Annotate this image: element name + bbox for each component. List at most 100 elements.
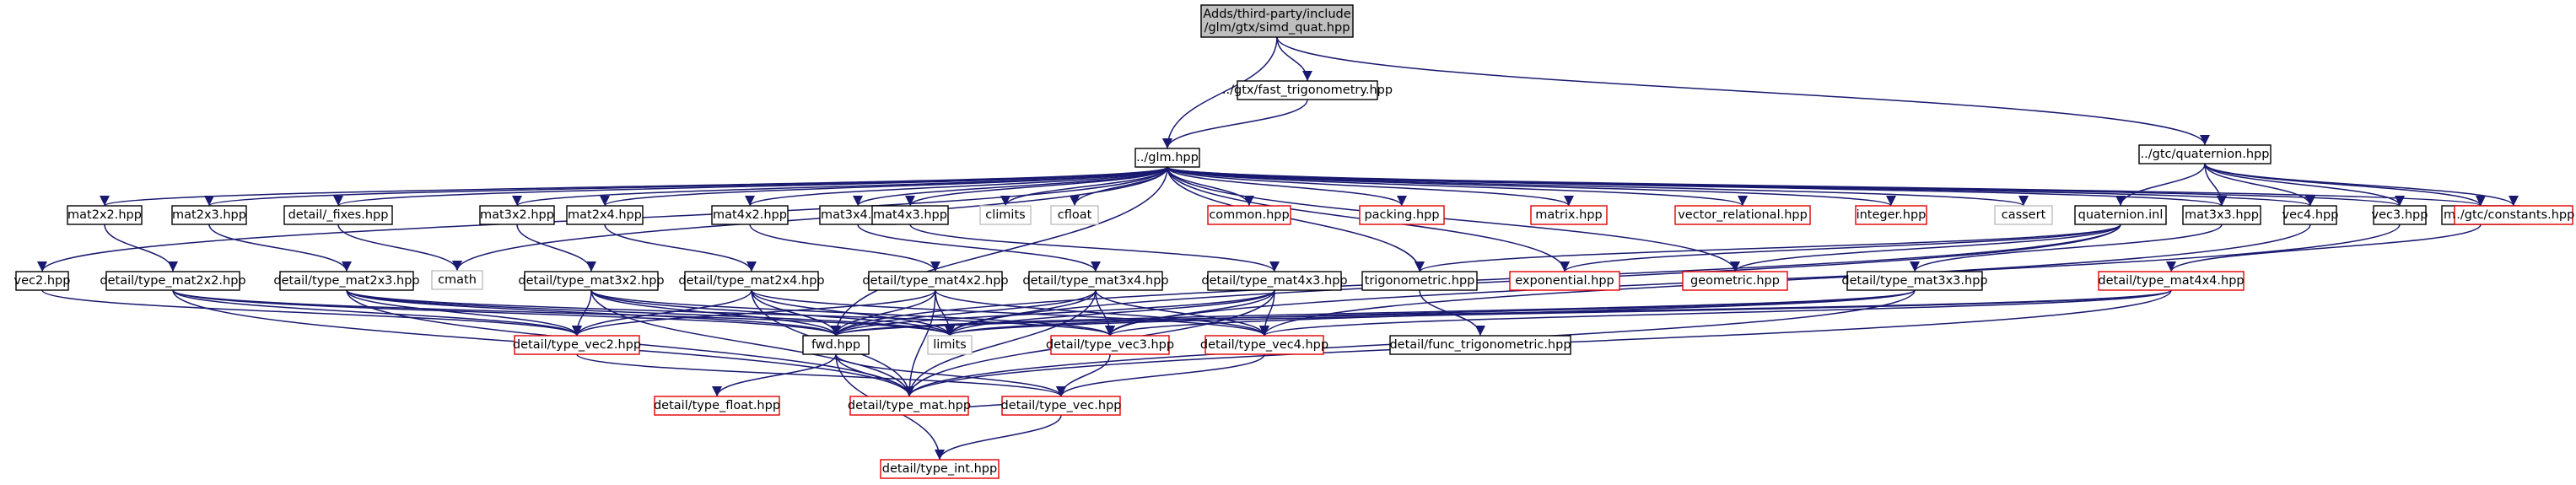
node-vecrel[interactable]: vector_relational.hpp [1674,205,1811,225]
node-tvec3[interactable]: detail/type_vec3.hpp [1046,335,1174,355]
node-label: mat4x3.hpp [873,208,947,222]
node-vec4[interactable]: vec4.hpp [2282,205,2339,225]
node-mat4x2[interactable]: mat4x2.hpp [711,205,789,225]
node-label: vec4.hpp [2282,208,2339,222]
node-integer[interactable]: integer.hpp [1855,205,1927,225]
node-geom[interactable]: geometric.hpp [1682,271,1788,291]
node-tm4x3[interactable]: detail/type_mat4x3.hpp [1201,271,1348,291]
node-box [1134,148,1200,168]
node-limits[interactable]: limits [927,335,973,355]
edge-mat3x2-to-tm3x2 [516,224,596,272]
edge-glm-to-mat2x3 [204,166,1168,207]
node-box [880,459,1000,479]
node-mat3x2[interactable]: mat3x2.hpp [479,205,555,225]
node-box [1682,271,1788,291]
node-mat2x2[interactable]: mat2x2.hpp [67,205,143,225]
node-fixes[interactable]: detail/_fixes.hpp [283,205,393,225]
edge-tm3x3-to-limits [945,289,1916,337]
node-box [67,205,143,225]
edge-gtcquat-to-vec3 [2204,163,2405,207]
node-gtcquat[interactable]: ../gtc/quaternion.hpp [2138,144,2272,164]
node-label: cmath [438,273,477,287]
edge-mat3x3-to-tm3x3 [1910,224,2223,272]
node-box [1204,335,1324,355]
node-tm3x2[interactable]: detail/type_mat3x2.hpp [518,271,665,291]
node-tm3x3[interactable]: detail/type_mat3x3.hpp [1841,271,1988,291]
node-label: detail/type_float.hpp [654,399,780,412]
node-tfloat[interactable]: detail/type_float.hpp [654,396,780,416]
node-box [2098,271,2245,291]
node-tm2x4[interactable]: detail/type_mat2x4.hpp [678,271,825,291]
node-root[interactable]: Adds/third-party/include/glm/gtx/simd_qu… [1200,4,1354,38]
node-tmat[interactable]: detail/type_mat.hpp [848,396,971,416]
edge-mat3x4-to-tm3x4 [857,224,1101,272]
node-fwd[interactable]: fwd.hpp [802,335,870,355]
node-label: detail/type_mat4x4.hpp [2098,274,2244,288]
node-tvec2[interactable]: detail/type_vec2.hpp [513,335,641,355]
node-vec2[interactable]: vec2.hpp [14,271,71,291]
node-box [1050,335,1170,355]
node-cfloat[interactable]: cfloat [1050,205,1099,225]
node-tm2x3[interactable]: detail/type_mat2x3.hpp [273,271,420,291]
node-trig[interactable]: trigonometric.hpp [1361,271,1478,291]
node-label: vec2.hpp [14,274,71,288]
node-box [1530,205,1608,225]
node-label: packing.hpp [1364,208,1439,222]
node-tm4x4[interactable]: detail/type_mat4x4.hpp [2098,271,2245,291]
node-label: exponential.hpp [1515,274,1614,288]
node-fasttrig[interactable]: ../gtx/fast_trigonometry.hpp [1222,80,1393,100]
node-cassert[interactable]: cassert [1994,205,2053,225]
node-label: detail/type_mat2x4.hpp [678,274,824,288]
node-functrig[interactable]: detail/func_trigonometric.hpp [1389,335,1571,355]
node-label: detail/type_mat3x4.hpp [1022,274,1168,288]
node-vec3[interactable]: vec3.hpp [2372,205,2428,225]
node-tint[interactable]: detail/type_int.hpp [880,459,1000,479]
edge-tm3x4-to-fwd [831,289,1097,337]
node-box [2373,205,2427,225]
edge-mat4x4-to-tm4x4 [2166,224,2482,272]
node-quatinl[interactable]: quaternion.inl [2074,205,2167,225]
node-cmath[interactable]: cmath [431,270,483,290]
node-mat2x3[interactable]: mat2x3.hpp [171,205,247,225]
node-label: detail/type_mat4x3.hpp [1201,274,1347,288]
node-box [279,271,414,291]
node-mat4x3[interactable]: mat4x3.hpp [871,205,949,225]
node-packing[interactable]: packing.hpp [1359,205,1445,225]
edge-fwd-to-tfloat [712,353,837,397]
node-constants[interactable]: ../gtc/constants.hpp [2453,205,2575,225]
node-box [2182,205,2261,225]
node-label: detail/type_mat.hpp [848,399,971,412]
edge-tm4x3-to-tvec3 [1105,289,1275,337]
node-tm4x2[interactable]: detail/type_mat4x2.hpp [862,271,1009,291]
node-tvec4[interactable]: detail/type_vec4.hpp [1200,335,1328,355]
edge-glm-to-mat3x3 [1167,166,2227,207]
node-label: detail/type_mat2x2.hpp [100,274,245,288]
edge-fwd-to-tmat [835,353,914,397]
node-label: mat3x2.hpp [480,208,554,222]
edge-mat2x4-to-tm2x4 [604,224,757,272]
node-tvec[interactable]: detail/type_vec.hpp [1001,396,1122,416]
edge-glm-to-integer [1167,166,1896,207]
node-label: Adds/third-party/include [1203,8,1350,21]
node-matrix[interactable]: matrix.hpp [1530,205,1608,225]
edge-fixes-to-cmath [337,224,462,272]
node-mat2x4[interactable]: mat2x4.hpp [566,205,644,225]
node-expo[interactable]: exponential.hpp [1509,271,1620,291]
node-glm[interactable]: ../glm.hpp [1134,148,1200,168]
node-common[interactable]: common.hpp [1207,205,1291,225]
edge-root-to-glm [1162,36,1278,149]
node-label: ../gtc/quaternion.hpp [2141,148,2270,161]
node-tm3x4[interactable]: detail/type_mat3x4.hpp [1022,271,1169,291]
edge-quatinl-to-geom [1730,224,2121,272]
node-climits[interactable]: climits [979,205,1032,225]
node-box [1207,205,1291,225]
node-box [1855,205,1927,225]
node-label: detail/func_trigonometric.hpp [1389,338,1571,352]
node-label: detail/type_vec4.hpp [1200,338,1328,352]
node-box [711,205,789,225]
node-box [171,205,247,225]
node-tm2x2[interactable]: detail/type_mat2x2.hpp [100,271,246,291]
node-mat3x3[interactable]: mat3x3.hpp [2182,205,2261,225]
node-box [802,335,870,355]
node-label: climits [985,208,1025,222]
